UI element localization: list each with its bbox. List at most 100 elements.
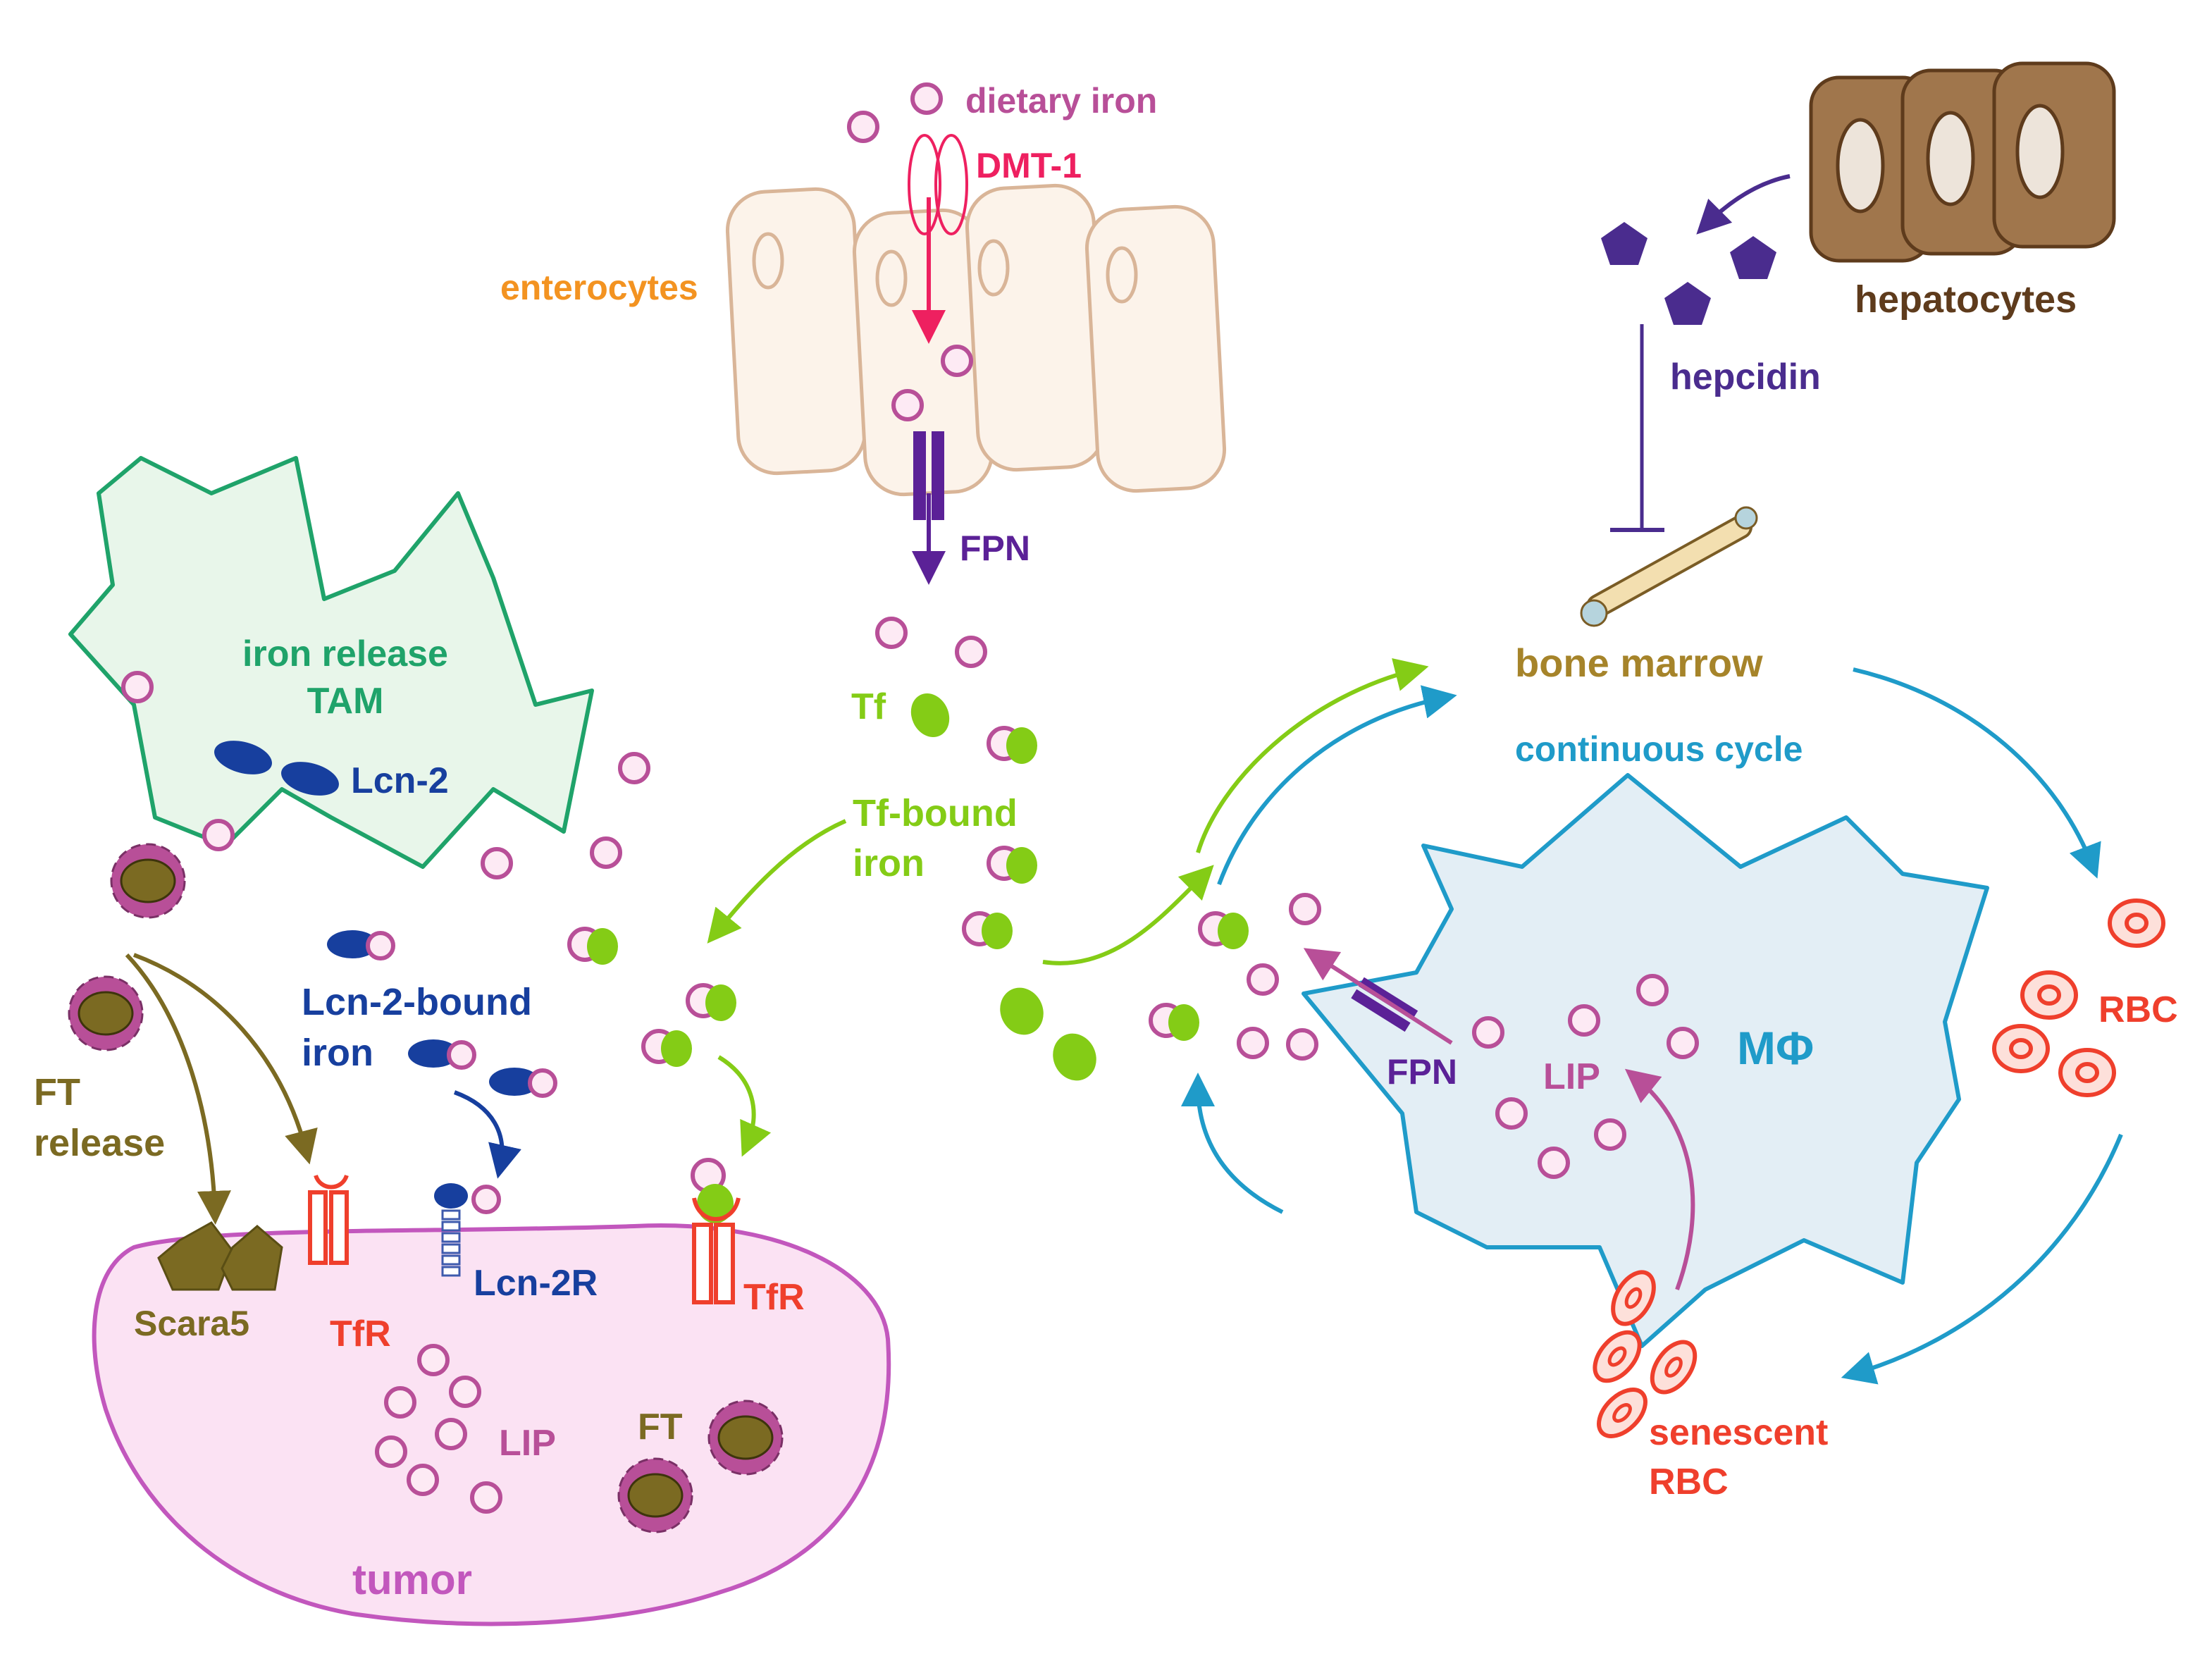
label-tfr-right: TfR xyxy=(743,1277,805,1318)
iron-particle xyxy=(1538,1147,1570,1179)
tfr-receptor-right xyxy=(691,1158,741,1304)
iron-particles xyxy=(121,82,1699,1514)
label-senescent-line2: RBC xyxy=(1649,1462,1729,1502)
iron-particle xyxy=(1472,1016,1504,1049)
label-macrophage: MΦ xyxy=(1737,1022,1814,1074)
label-ft-release-line1: FT xyxy=(34,1071,80,1113)
hepcidin-molecule xyxy=(1730,236,1776,279)
tf-bound-iron xyxy=(987,726,1037,764)
lcn2-to-receptor-arrow xyxy=(453,1090,521,1179)
iron-particle xyxy=(941,345,973,377)
label-continuous-cycle: continuous cycle xyxy=(1515,729,1803,769)
iron-particle xyxy=(1286,1028,1318,1061)
lcn2-bound-iron xyxy=(408,1039,476,1070)
ferritin xyxy=(68,975,144,1051)
label-lcn2-bound-line1: Lcn-2-bound xyxy=(302,981,532,1023)
label-tumor: tumor xyxy=(352,1556,472,1603)
hepcidin-molecule xyxy=(1601,222,1647,265)
label-dietary-iron: dietary iron xyxy=(965,81,1157,121)
ferritin-particles xyxy=(68,843,784,1533)
iron-particle xyxy=(910,82,943,115)
label-ft-tumor: FT xyxy=(638,1407,683,1447)
iron-particle xyxy=(435,1418,467,1450)
senescent-rbc xyxy=(1611,1270,1656,1326)
label-rbc: RBC xyxy=(2098,989,2178,1030)
label-ft-release-line2: release xyxy=(34,1122,165,1164)
lcn2-bound-iron xyxy=(327,930,395,961)
hepcidin-molecules xyxy=(1601,222,1776,325)
label-lcn2: Lcn-2 xyxy=(351,760,449,801)
iron-particle xyxy=(875,617,908,649)
label-lip-macrophage: LIP xyxy=(1543,1056,1600,1097)
lcn2-receptor xyxy=(434,1183,501,1277)
cycle-arrow-to-senescent-rbc xyxy=(1841,1133,2123,1385)
tf-bound-iron xyxy=(987,846,1037,884)
iron-particle xyxy=(449,1376,481,1408)
ferritin xyxy=(617,1457,693,1533)
rbc xyxy=(2058,1048,2116,1097)
fpn-macrophage-transporter xyxy=(1351,977,1418,1032)
iron-particle xyxy=(384,1386,416,1419)
label-senescent-line1: senescent xyxy=(1649,1412,1828,1453)
iron-particle xyxy=(1247,963,1279,996)
label-tam-line1: iron release xyxy=(242,634,448,674)
senescent-rbc xyxy=(1650,1340,1698,1395)
enterocyte-cell xyxy=(725,187,867,476)
senescent-rbc xyxy=(1593,1330,1642,1383)
hepatocyte-nucleus xyxy=(1926,111,1975,206)
enterocyte-nucleus xyxy=(752,232,784,290)
enterocyte-nucleus xyxy=(977,239,1010,297)
cycle-arrow-to-rbc xyxy=(1853,667,2101,879)
label-tf-bound-line2: iron xyxy=(853,842,925,884)
rbc-degradation-to-lip-arrow xyxy=(1624,1068,1695,1291)
iron-particle xyxy=(1636,974,1669,1006)
label-fpn-macrophage: FPN xyxy=(1387,1052,1457,1092)
rbc xyxy=(2108,898,2165,948)
ferritin xyxy=(110,843,186,919)
enterocytes-group xyxy=(725,183,1227,497)
label-hepatocytes: hepatocytes xyxy=(1855,278,2077,321)
label-dmt1: DMT-1 xyxy=(976,146,1082,185)
label-lip-tumor: LIP xyxy=(499,1423,556,1464)
label-tam-line2: TAM xyxy=(307,681,384,722)
dmt1-transporter xyxy=(908,134,968,235)
lcn2-molecules xyxy=(214,741,339,796)
enterocyte-nucleus xyxy=(1106,246,1138,304)
label-tfr-left: TfR xyxy=(330,1314,391,1354)
lcn2-molecule xyxy=(281,762,339,796)
label-scara5: Scara5 xyxy=(134,1304,249,1343)
lcn2-molecule xyxy=(214,741,272,774)
cycle-arrow-to-bone-marrow xyxy=(1217,685,1457,886)
enterocyte-cell xyxy=(965,183,1107,472)
ferritin xyxy=(707,1400,784,1476)
label-hepcidin: hepcidin xyxy=(1670,357,1821,397)
tf-bound-iron xyxy=(567,927,618,965)
iron-particle xyxy=(1568,1004,1600,1037)
iron-particle xyxy=(847,111,879,143)
lcn2-bound-iron xyxy=(489,1068,557,1098)
iron-particle xyxy=(1594,1118,1626,1151)
iron-particle xyxy=(590,836,622,869)
tf-iron-to-bone-marrow-arrow xyxy=(1196,658,1429,853)
ft-release-to-tfr-arrow xyxy=(132,953,318,1165)
tf-iron-to-tfr-arrow xyxy=(717,1055,772,1157)
transferrin xyxy=(910,693,950,738)
tf-bound-iron xyxy=(686,983,736,1021)
iron-particle xyxy=(1667,1027,1699,1059)
fpn-enterocyte-transporter xyxy=(913,431,944,520)
label-tf-bound-line1: Tf-bound xyxy=(853,792,1018,834)
macrophage-cell xyxy=(1302,773,1989,1348)
enterocyte-cell xyxy=(1084,204,1227,493)
fpn-macrophage-export-arrow xyxy=(1303,948,1453,1045)
ft-release-to-scara5-arrow xyxy=(125,953,231,1225)
tfr-receptor-left xyxy=(308,1174,349,1265)
iron-particle xyxy=(407,1464,439,1496)
iron-particle xyxy=(202,819,235,851)
iron-particle xyxy=(955,636,987,668)
tf-iron-to-macrophage-arrow xyxy=(1042,865,1214,965)
hepcidin-molecule xyxy=(1664,282,1711,325)
tf-bound-iron-group xyxy=(567,726,1249,1067)
rbc-group xyxy=(1593,898,2165,1438)
